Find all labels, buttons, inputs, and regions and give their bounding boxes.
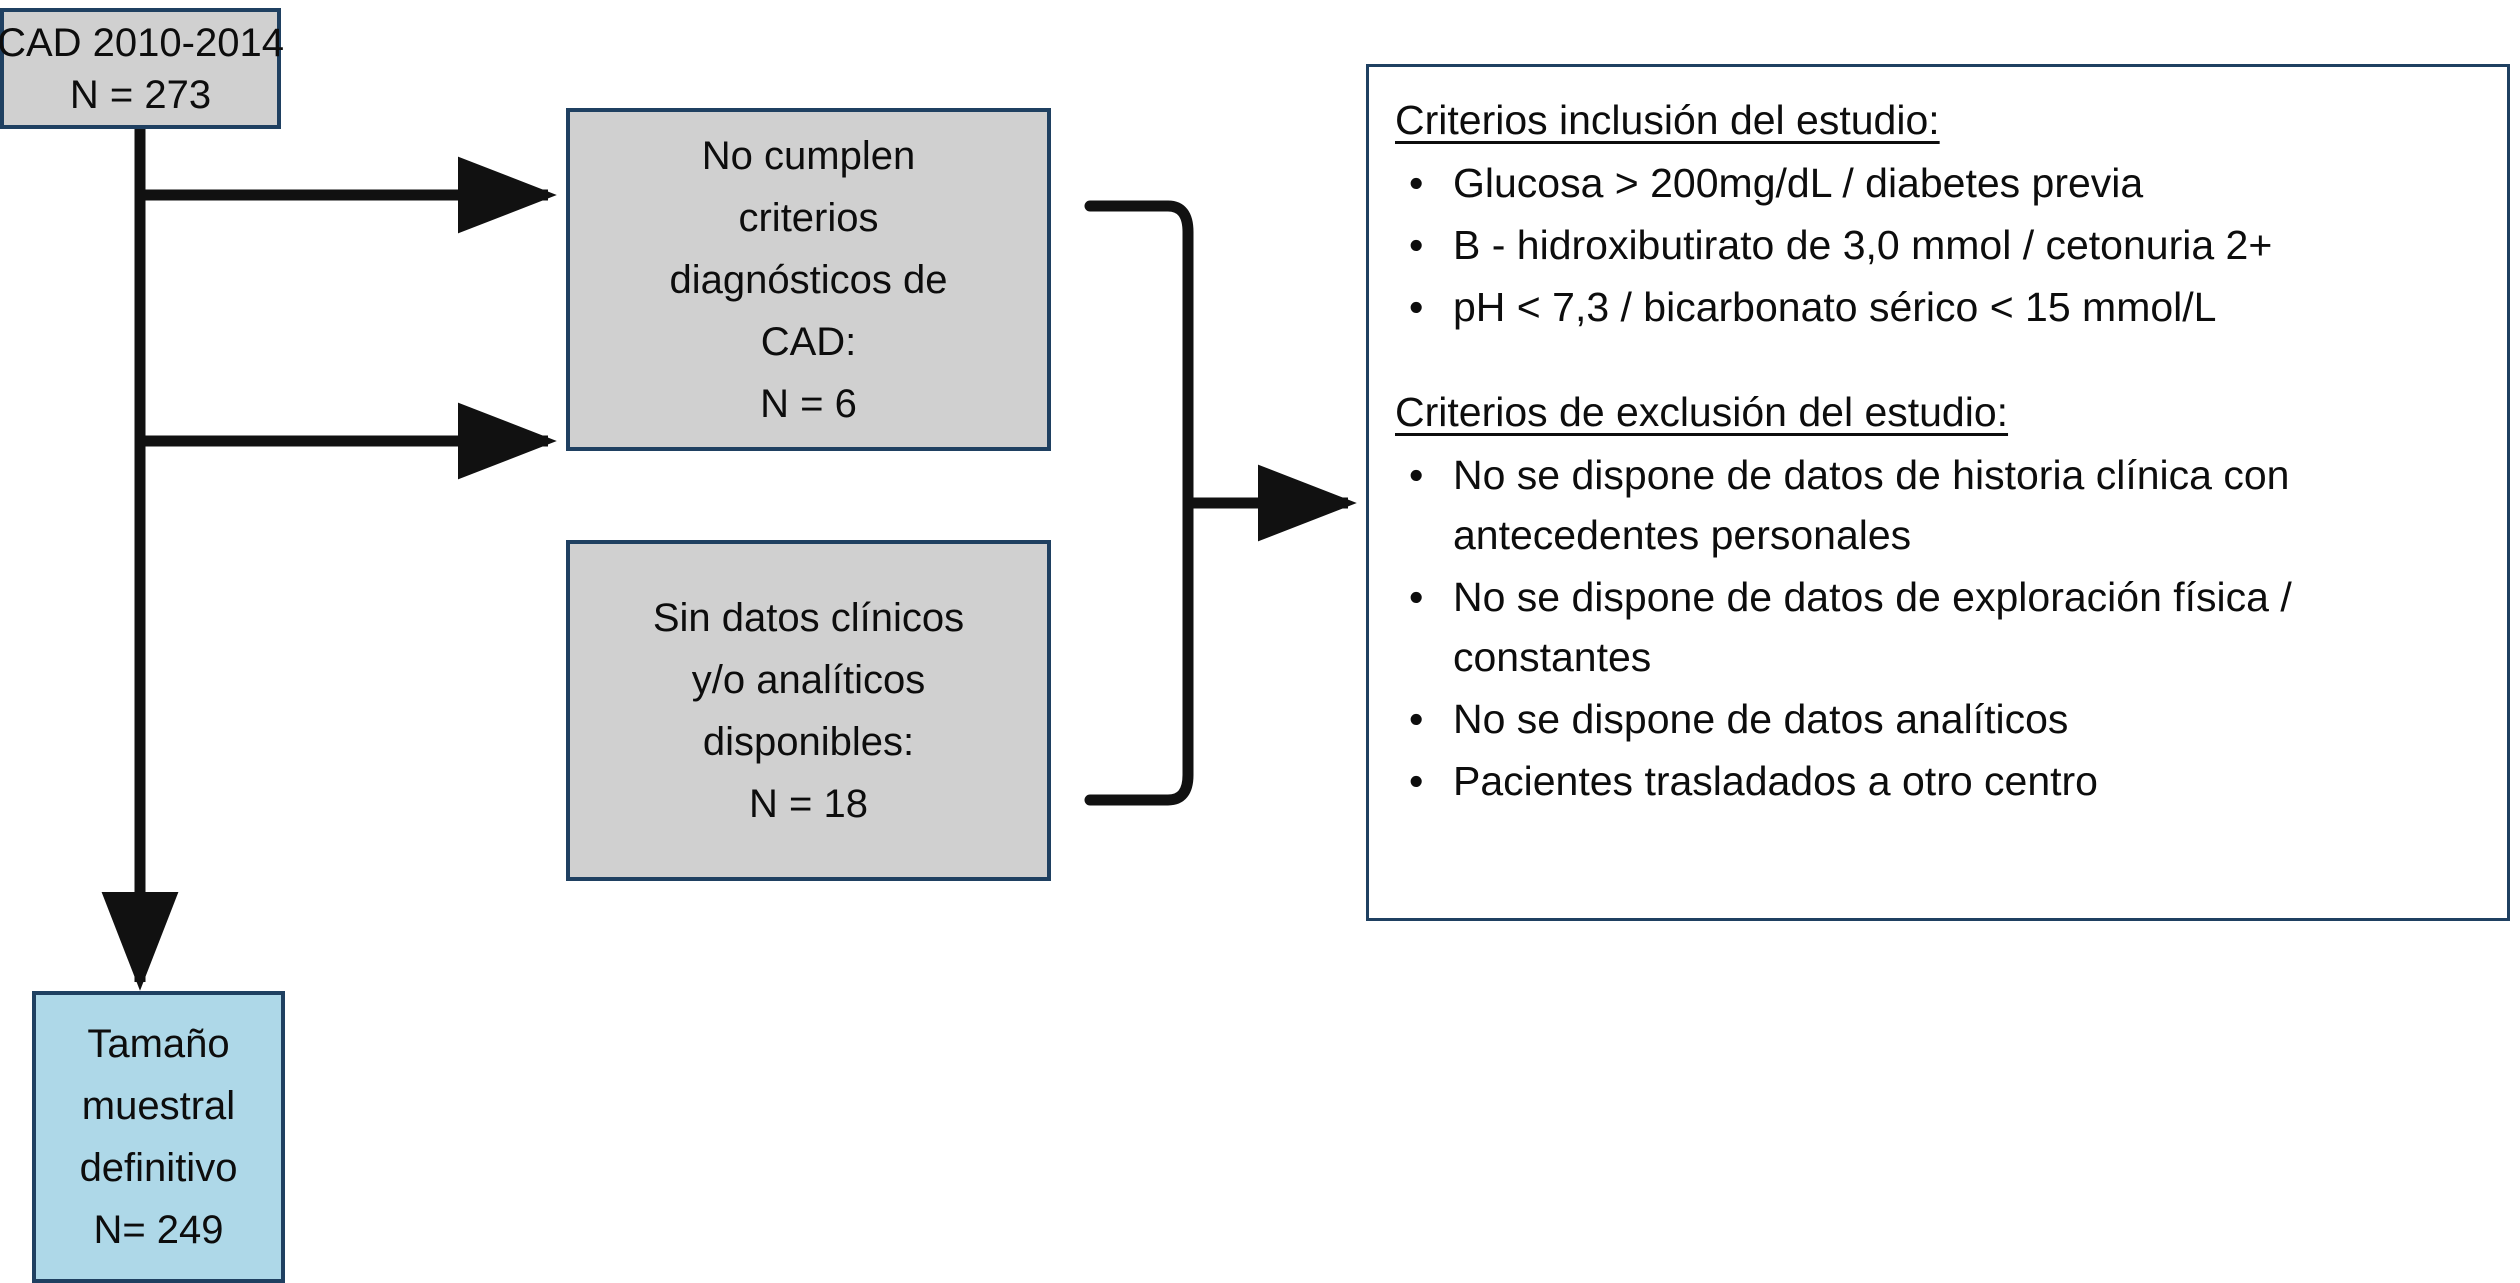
exclusion-criteria-heading: Criterios de exclusión del estudio: bbox=[1395, 389, 2009, 435]
criteria-section-divider bbox=[1395, 339, 2481, 383]
connector-bracket bbox=[1084, 200, 1194, 806]
bullet-icon: • bbox=[1409, 452, 1424, 498]
inclusion-criteria-list: • Glucosa > 200mg/dL / diabetes previa •… bbox=[1395, 153, 2481, 337]
criteria-panel: Criterios inclusión del estudio: • Gluco… bbox=[1366, 64, 2510, 921]
node-final-sample-line-2: muestral bbox=[81, 1084, 236, 1128]
inclusion-criteria-item-1: Glucosa > 200mg/dL / diabetes previa bbox=[1453, 160, 2144, 206]
bullet-icon: • bbox=[1409, 222, 1424, 268]
exclusion-criteria-item-3: No se dispone de datos analíticos bbox=[1453, 696, 2069, 742]
node-cad-source: CAD 2010-2014 N = 273 bbox=[0, 8, 284, 129]
bullet-icon: • bbox=[1409, 284, 1424, 330]
exclusion-criteria-list: • No se dispone de datos de historia clí… bbox=[1395, 445, 2481, 811]
node-no-criteria: No cumplen criterios diagnósticos de CAD… bbox=[566, 108, 1051, 451]
inclusion-criteria-item-3: pH < 7,3 / bicarbonato sérico < 15 mmol/… bbox=[1453, 284, 2217, 330]
node-no-criteria-line-4: CAD: bbox=[760, 319, 857, 364]
list-item: • Pacientes trasladados a otro centro bbox=[1395, 751, 2481, 811]
bullet-icon: • bbox=[1409, 758, 1424, 804]
node-no-data-count: N = 18 bbox=[749, 781, 868, 826]
list-item: • pH < 7,3 / bicarbonato sérico < 15 mmo… bbox=[1395, 277, 2481, 337]
list-item: • No se dispone de datos analíticos bbox=[1395, 689, 2481, 749]
exclusion-criteria-item-4: Pacientes trasladados a otro centro bbox=[1453, 758, 2098, 804]
node-no-criteria-line-2: criterios bbox=[738, 195, 879, 240]
list-item: • Glucosa > 200mg/dL / diabetes previa bbox=[1395, 153, 2481, 213]
inclusion-criteria-item-2: B - hidroxibutirato de 3,0 mmol / cetonu… bbox=[1453, 222, 2273, 268]
node-no-data-line-2: y/o analíticos bbox=[691, 657, 926, 702]
node-no-data-line-1: Sin datos clínicos bbox=[652, 595, 965, 640]
node-no-data-line-3: disponibles: bbox=[702, 719, 915, 764]
node-final-sample-line-1: Tamaño bbox=[87, 1022, 230, 1066]
node-final-sample: Tamaño muestral definitivo N= 249 bbox=[32, 991, 285, 1283]
node-cad-source-line-1: CAD 2010-2014 bbox=[0, 20, 284, 65]
list-item: • No se dispone de datos de historia clí… bbox=[1395, 445, 2481, 565]
exclusion-criteria-item-1: No se dispone de datos de historia clíni… bbox=[1453, 452, 2290, 558]
exclusion-criteria-item-2: No se dispone de datos de exploración fí… bbox=[1453, 574, 2292, 680]
node-final-sample-count: N= 249 bbox=[93, 1208, 224, 1252]
list-item: • B - hidroxibutirato de 3,0 mmol / ceto… bbox=[1395, 215, 2481, 275]
bullet-icon: • bbox=[1409, 574, 1424, 620]
node-no-criteria-count: N = 6 bbox=[760, 381, 857, 426]
list-item: • No se dispone de datos de exploración … bbox=[1395, 567, 2481, 687]
node-no-criteria-line-1: No cumplen bbox=[701, 133, 916, 178]
bullet-icon: • bbox=[1409, 160, 1424, 206]
node-final-sample-line-3: definitivo bbox=[79, 1146, 238, 1190]
node-no-data: Sin datos clínicos y/o analíticos dispon… bbox=[566, 540, 1051, 881]
node-cad-source-line-2: N = 273 bbox=[69, 72, 212, 117]
node-no-criteria-line-3: diagnósticos de bbox=[669, 257, 948, 302]
inclusion-criteria-heading: Criterios inclusión del estudio: bbox=[1395, 97, 1940, 143]
bullet-icon: • bbox=[1409, 696, 1424, 742]
